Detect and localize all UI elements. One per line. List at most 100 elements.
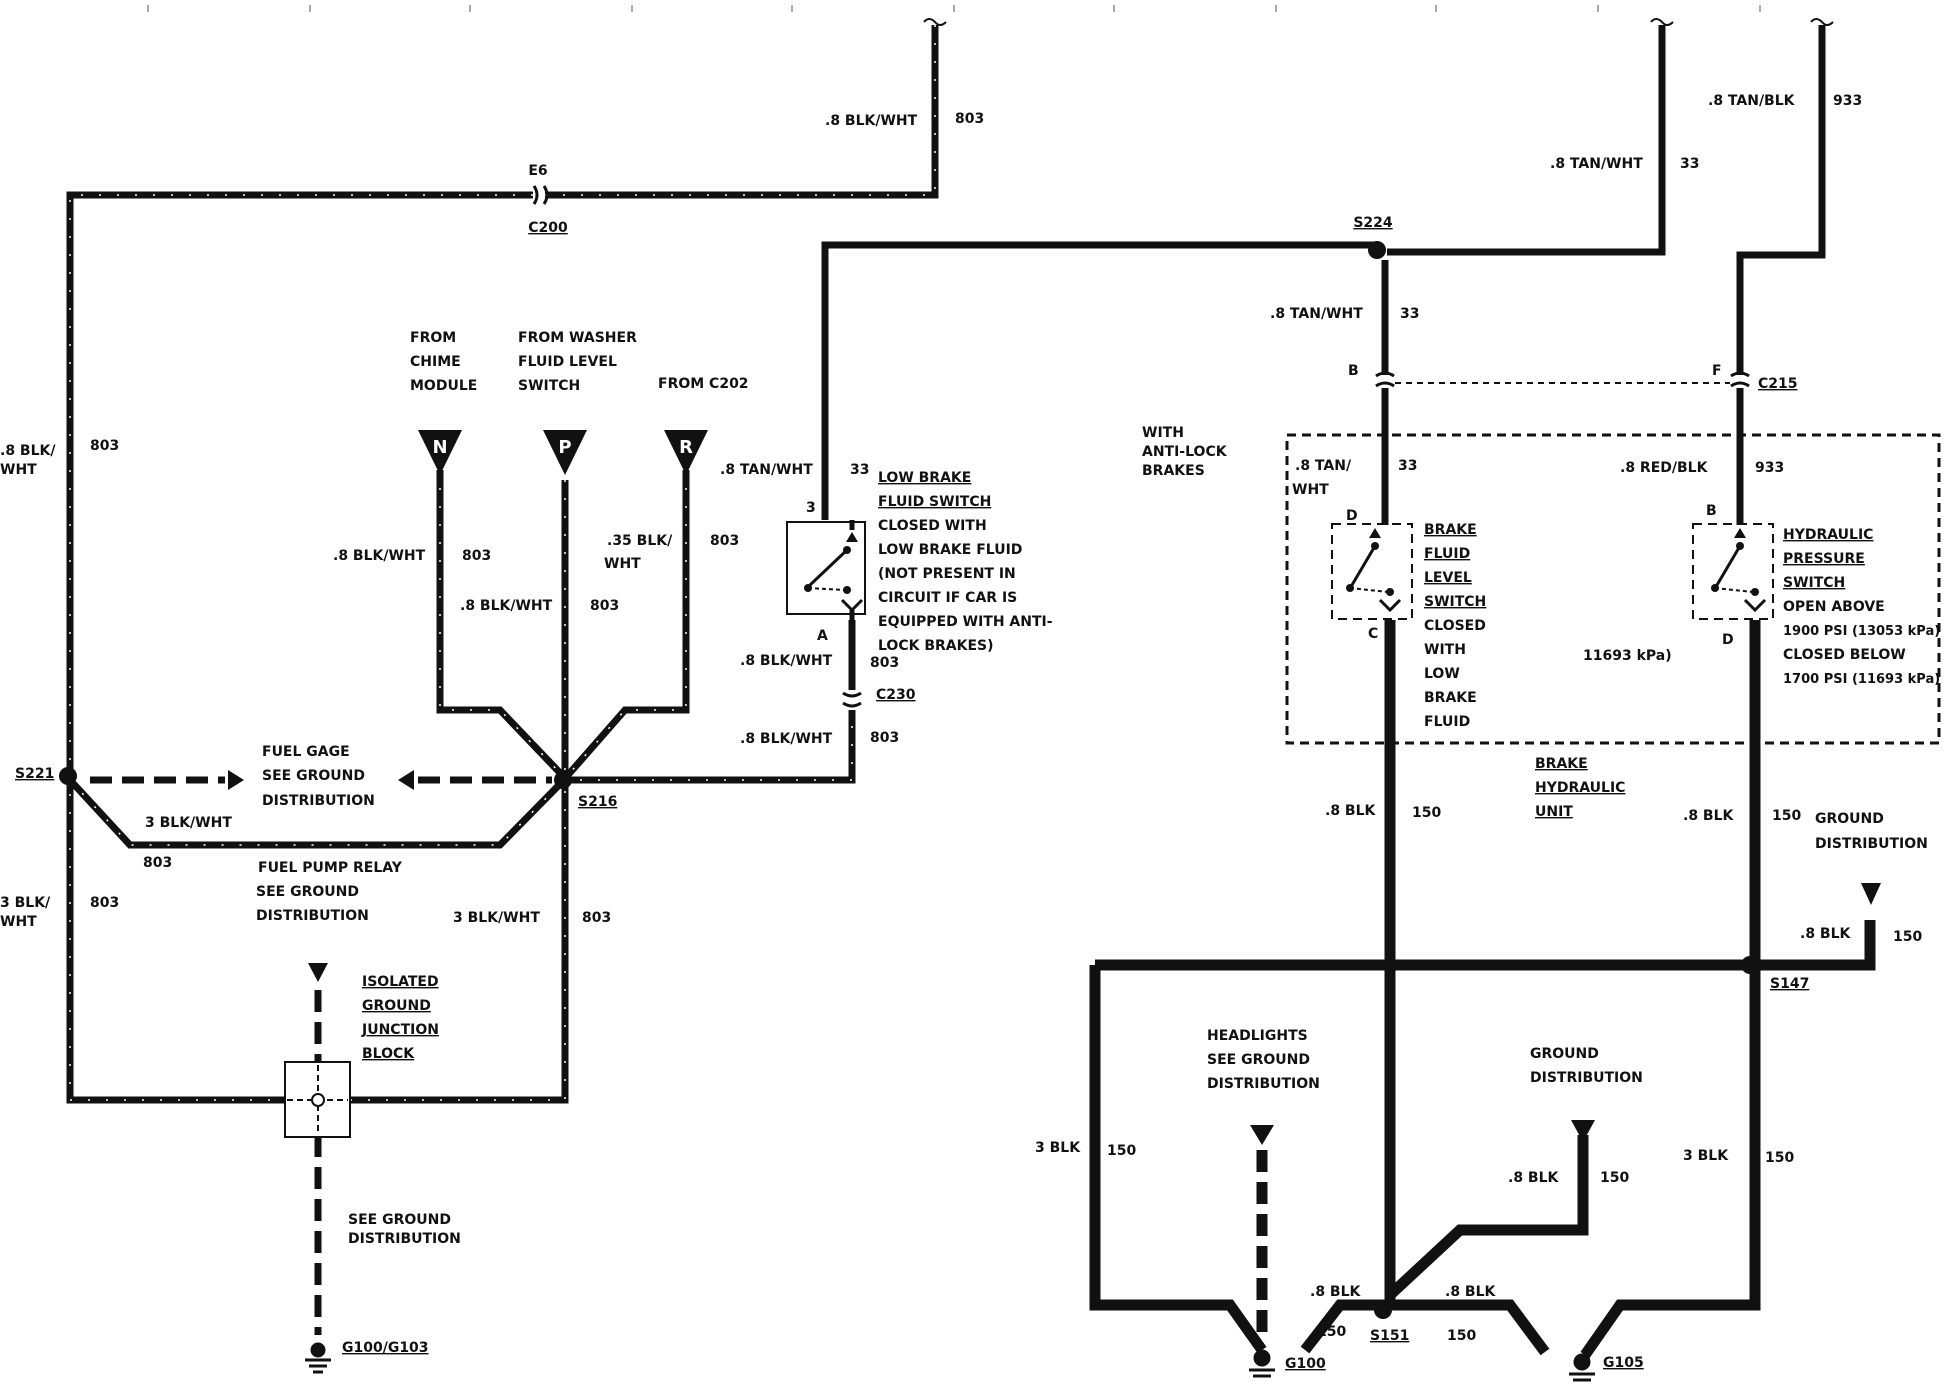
pin-label: C xyxy=(1368,626,1378,642)
wire-label: .8 BLK/WHT xyxy=(460,598,553,614)
note-hydraulic-pressure-switch: HYDRAULIC xyxy=(1783,527,1873,543)
note-with-abs: ANTI-LOCK xyxy=(1142,444,1228,460)
wire-label: .8 TAN/BLK xyxy=(1708,93,1796,109)
wire-label: WHT xyxy=(1292,482,1329,498)
note-headlights: HEADLIGHTS xyxy=(1207,1028,1308,1044)
note-see-ground: SEE GROUND xyxy=(348,1212,451,1228)
source-label: MODULE xyxy=(410,378,477,394)
note-hydraulic-pressure-switch: SWITCH xyxy=(1783,575,1845,591)
circuit-label: 33 xyxy=(850,462,869,478)
wire-label: .8 TAN/ xyxy=(1295,458,1352,474)
note-brake-fluid-level-switch: WITH xyxy=(1424,642,1466,658)
arrow-icon xyxy=(228,770,414,790)
circuit-label: 150 xyxy=(1765,1150,1794,1166)
circuit-label: 33 xyxy=(1398,458,1417,474)
wire-label: WHT xyxy=(0,462,37,478)
wire-label: .8 BLK xyxy=(1325,803,1377,819)
wire-label: .8 BLK/WHT xyxy=(740,653,833,669)
ground-icon xyxy=(1249,1349,1595,1382)
circuit-label: 803 xyxy=(462,548,491,564)
wire-label: 3 BLK/ xyxy=(0,895,51,911)
circuit-label: 933 xyxy=(1755,460,1784,476)
note-with-abs: WITH xyxy=(1142,425,1184,441)
circuit-label: 150 xyxy=(1317,1324,1346,1340)
circuit-label: 803 xyxy=(90,895,119,911)
hydraulic-pressure-switch xyxy=(1692,523,1774,620)
note-low-brake-fluid: (NOT PRESENT IN xyxy=(878,566,1016,582)
note-brake-fluid-level-switch: BRAKE xyxy=(1424,522,1477,538)
circuit-label: 33 xyxy=(1680,156,1699,172)
circuit-label: 150 xyxy=(1772,808,1801,824)
splice-label: S216 xyxy=(578,794,617,810)
ground-arrow-icon xyxy=(1250,883,1881,1145)
pin-label: A xyxy=(817,628,828,644)
note-brake-fluid-level-switch: BRAKE xyxy=(1424,690,1477,706)
source-label: FLUID LEVEL xyxy=(518,354,617,370)
circuit-label: 150 xyxy=(1412,805,1441,821)
note-headlights: DISTRIBUTION xyxy=(1207,1076,1320,1092)
source-triangle-p: P xyxy=(543,430,587,475)
wire-label: .8 BLK/ xyxy=(0,443,56,459)
svg-text:R: R xyxy=(679,437,693,458)
source-label: FROM C202 xyxy=(658,376,749,392)
wire-label: .8 TAN/WHT xyxy=(1550,156,1643,172)
splice-label: S224 xyxy=(1353,215,1393,231)
source-label: SWITCH xyxy=(518,378,580,394)
note-ground-distribution: GROUND xyxy=(1530,1046,1599,1062)
wire-label: .8 BLK xyxy=(1310,1284,1362,1300)
source-triangle-n: N xyxy=(418,430,462,475)
wire-label: .8 BLK/WHT xyxy=(825,113,918,129)
wire-label: .8 BLK/WHT xyxy=(740,731,833,747)
heavy-ground-wires xyxy=(1089,620,1876,1359)
isolated-ground-junction-block xyxy=(284,963,351,1138)
note-low-brake-fluid: EQUIPPED WITH ANTI- xyxy=(878,614,1053,630)
note-low-brake-fluid: LOCK BRAKES) xyxy=(878,638,994,654)
dashed-ground-wires xyxy=(90,776,552,1335)
pin-label: 3 xyxy=(806,500,816,516)
wire-label: 3 BLK/WHT xyxy=(453,910,540,926)
wire-label: 3 BLK/WHT xyxy=(145,815,232,831)
note-brake-hydraulic-unit: UNIT xyxy=(1535,804,1573,820)
note-ground-distribution: DISTRIBUTION xyxy=(1815,836,1928,852)
note-brake-hydraulic-unit: BRAKE xyxy=(1535,756,1588,772)
note-isolated-ground: BLOCK xyxy=(362,1046,415,1062)
connector-label: C230 xyxy=(876,687,916,703)
circuit-label: 803 xyxy=(582,910,611,926)
ground-label: G105 xyxy=(1603,1355,1644,1371)
note-brake-fluid-level-switch: SWITCH xyxy=(1424,594,1486,610)
pin-label: B xyxy=(1348,363,1359,379)
note-ground-distribution: DISTRIBUTION xyxy=(1530,1070,1643,1086)
pin-label: D xyxy=(1722,632,1734,648)
connector-c200-icon xyxy=(532,185,549,205)
pin-label: F xyxy=(1712,363,1722,379)
note-fuel-pump: SEE GROUND xyxy=(256,884,359,900)
note-fuel-pump: FUEL PUMP RELAY xyxy=(258,860,403,876)
circuit-label: 803 xyxy=(955,111,984,127)
splice-label: S221 xyxy=(15,766,54,782)
note-brake-fluid-level-switch: LOW xyxy=(1424,666,1460,682)
note-hydraulic-pressure-switch: 1700 PSI (11693 kPa) xyxy=(1783,672,1940,687)
wire-label: 3 BLK xyxy=(1683,1148,1729,1164)
wire-label: .8 BLK xyxy=(1445,1284,1497,1300)
note-low-brake-fluid: LOW BRAKE FLUID xyxy=(878,542,1022,558)
note-hydraulic-pressure-switch: 1900 PSI (13053 kPa) xyxy=(1783,624,1940,639)
note-brake-fluid-level-switch: FLUID xyxy=(1424,546,1470,562)
source-label: FROM WASHER xyxy=(518,330,637,346)
note-hydraulic-pressure-switch: CLOSED BELOW xyxy=(1783,647,1906,663)
connector-label: C215 xyxy=(1758,376,1798,392)
circuit-label: 803 xyxy=(870,730,899,746)
note-see-ground: DISTRIBUTION xyxy=(348,1231,461,1247)
circuit-label: 150 xyxy=(1447,1328,1476,1344)
wire-label: .8 BLK xyxy=(1800,926,1852,942)
circuit-label: 933 xyxy=(1833,93,1862,109)
note-fuel-gage: FUEL GAGE xyxy=(262,744,350,760)
note-with-abs: BRAKES xyxy=(1142,463,1205,479)
ground-label: G100/G103 xyxy=(342,1340,429,1356)
circuit-label: 803 xyxy=(870,655,899,671)
circuit-label: 150 xyxy=(1893,929,1922,945)
wire-label: 3 BLK xyxy=(1035,1140,1081,1156)
wire-label: .8 TAN/WHT xyxy=(720,462,813,478)
wire-label: .8 BLK xyxy=(1683,808,1735,824)
source-triangle-r: R xyxy=(664,430,708,475)
note-hydraulic-pressure-switch: PRESSURE xyxy=(1783,551,1865,567)
